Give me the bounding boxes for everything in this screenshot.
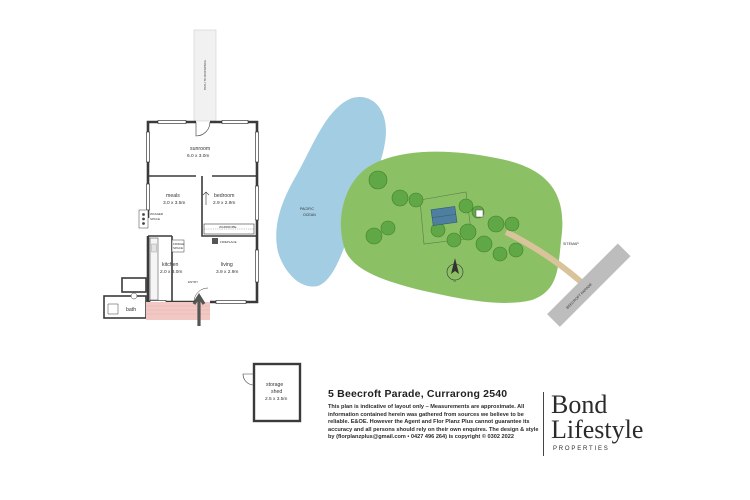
fridge bbox=[171, 239, 185, 253]
sunroom-dim: 6.0 x 3.0m bbox=[187, 153, 209, 159]
ocean-label-1: PACIFIC bbox=[300, 207, 314, 211]
fireplace bbox=[212, 238, 218, 244]
sunroom-name: sunroom bbox=[190, 146, 210, 152]
svg-text:SPACE: SPACE bbox=[150, 217, 160, 221]
laundry-appliances: WASHER SPACE bbox=[138, 209, 164, 229]
svg-text:N: N bbox=[454, 279, 456, 283]
svg-text:WASHER: WASHER bbox=[150, 212, 164, 216]
property-address: 5 Beecroft Parade, Currarong 2540 bbox=[328, 388, 508, 400]
meals-name: meals bbox=[166, 193, 180, 199]
storage-name: storage bbox=[266, 382, 283, 388]
shed-roof bbox=[475, 209, 484, 218]
brand-logo: Bond Lifestyle PROPERTIES bbox=[551, 390, 644, 453]
kitchen-name: kitchen bbox=[162, 262, 179, 268]
brand-divider bbox=[543, 392, 544, 456]
north-arrow-icon: N bbox=[446, 258, 464, 283]
bath-upper bbox=[121, 277, 147, 293]
svg-text:FRIDGE: FRIDGE bbox=[173, 242, 184, 246]
kitchen-dim: 2.0 x 3.0m bbox=[160, 269, 182, 275]
pacific-ocean bbox=[276, 96, 386, 287]
bedroom-dim: 2.9 x 2.9m bbox=[213, 200, 235, 206]
kitchen-counter bbox=[149, 237, 159, 301]
house-roof bbox=[430, 206, 458, 226]
info-block: 5 Beecroft Parade, Currarong 2540 This p… bbox=[328, 388, 546, 442]
fireplace-label: FIREPLACE bbox=[220, 240, 237, 244]
sink bbox=[151, 243, 157, 253]
deck bbox=[146, 302, 210, 320]
brand-line-1: Bond bbox=[551, 390, 608, 419]
shed-door bbox=[242, 373, 255, 386]
svg-text:SPACE: SPACE bbox=[173, 246, 183, 250]
bedroom-name: bedroom bbox=[214, 193, 234, 199]
brand-line-2: Lifestyle bbox=[551, 415, 644, 444]
storage-shed bbox=[252, 362, 302, 423]
storage-dim: 2.5 x 3.5m bbox=[265, 396, 287, 402]
shower bbox=[107, 303, 119, 315]
bath-room bbox=[103, 295, 147, 319]
wardrobe-label: WARDROBE bbox=[219, 225, 237, 229]
meals-dim: 3.0 x 3.5m bbox=[163, 200, 185, 206]
sunroom-door bbox=[195, 121, 211, 137]
entry-label: ENTRY bbox=[188, 280, 198, 284]
bath-label: bath bbox=[126, 307, 136, 313]
entry-arrow bbox=[192, 292, 206, 326]
trees bbox=[365, 170, 524, 262]
toilet bbox=[130, 292, 138, 300]
brand-line-3: PROPERTIES bbox=[553, 446, 610, 452]
path-label: PATH TO ROCKPOOL bbox=[203, 59, 207, 90]
bedroom-door-arrow bbox=[202, 191, 210, 205]
living-name: living bbox=[221, 262, 233, 268]
interior-walls bbox=[147, 175, 257, 302]
beecroft-parade-road: BEECROFT PARADE bbox=[547, 243, 631, 327]
site-lawn bbox=[340, 151, 563, 303]
ocean-label-2: OCEAN bbox=[303, 213, 316, 217]
sitemap-label: SITEMAP bbox=[563, 242, 579, 246]
disclaimer-text: This plan is indicative of layout only –… bbox=[328, 404, 539, 441]
living-dim: 3.9 x 2.9m bbox=[216, 269, 238, 275]
path-to-rockpool bbox=[193, 29, 217, 122]
storage-name-2: shed bbox=[271, 389, 282, 395]
